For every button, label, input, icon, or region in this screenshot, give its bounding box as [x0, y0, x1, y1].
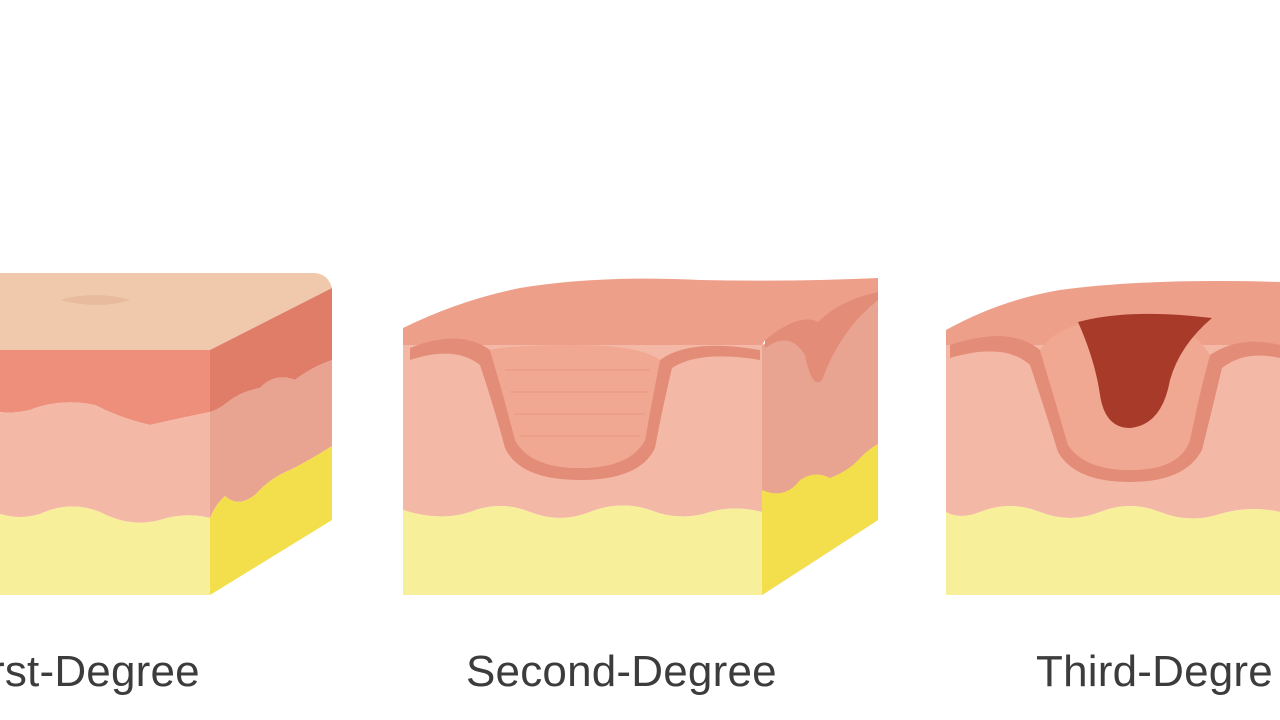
third-degree-skin-block [946, 281, 1280, 595]
second-degree-side-notch [765, 285, 878, 383]
third-degree-fat-front [946, 506, 1280, 595]
second-degree-fat-front [403, 505, 762, 595]
second-degree-blister-inner [490, 345, 660, 468]
first-degree-epidermis-front [0, 350, 210, 425]
first-degree-fat-side [210, 446, 332, 595]
second-degree-top-face [403, 278, 878, 345]
first-degree-burn-mark [60, 295, 130, 305]
third-degree-label: Third-Degre [1036, 647, 1273, 696]
first-degree-epidermis-side [210, 288, 332, 412]
third-degree-crater-rim [950, 336, 1280, 482]
second-degree-skin-block [403, 278, 878, 595]
first-degree-dermis-front [0, 402, 210, 523]
third-degree-charred-area [1078, 313, 1212, 428]
first-degree-dermis-side [210, 360, 332, 518]
first-degree-fat-front [0, 506, 210, 595]
first-degree-top-face [0, 273, 332, 350]
first-degree-label: rst-Degree [0, 647, 200, 696]
second-degree-blister [410, 338, 760, 480]
second-degree-label: Second-Degree [466, 647, 777, 696]
first-degree-skin-block [0, 273, 332, 595]
second-degree-fat-side [762, 444, 878, 595]
second-degree-blister-lines [505, 369, 650, 437]
